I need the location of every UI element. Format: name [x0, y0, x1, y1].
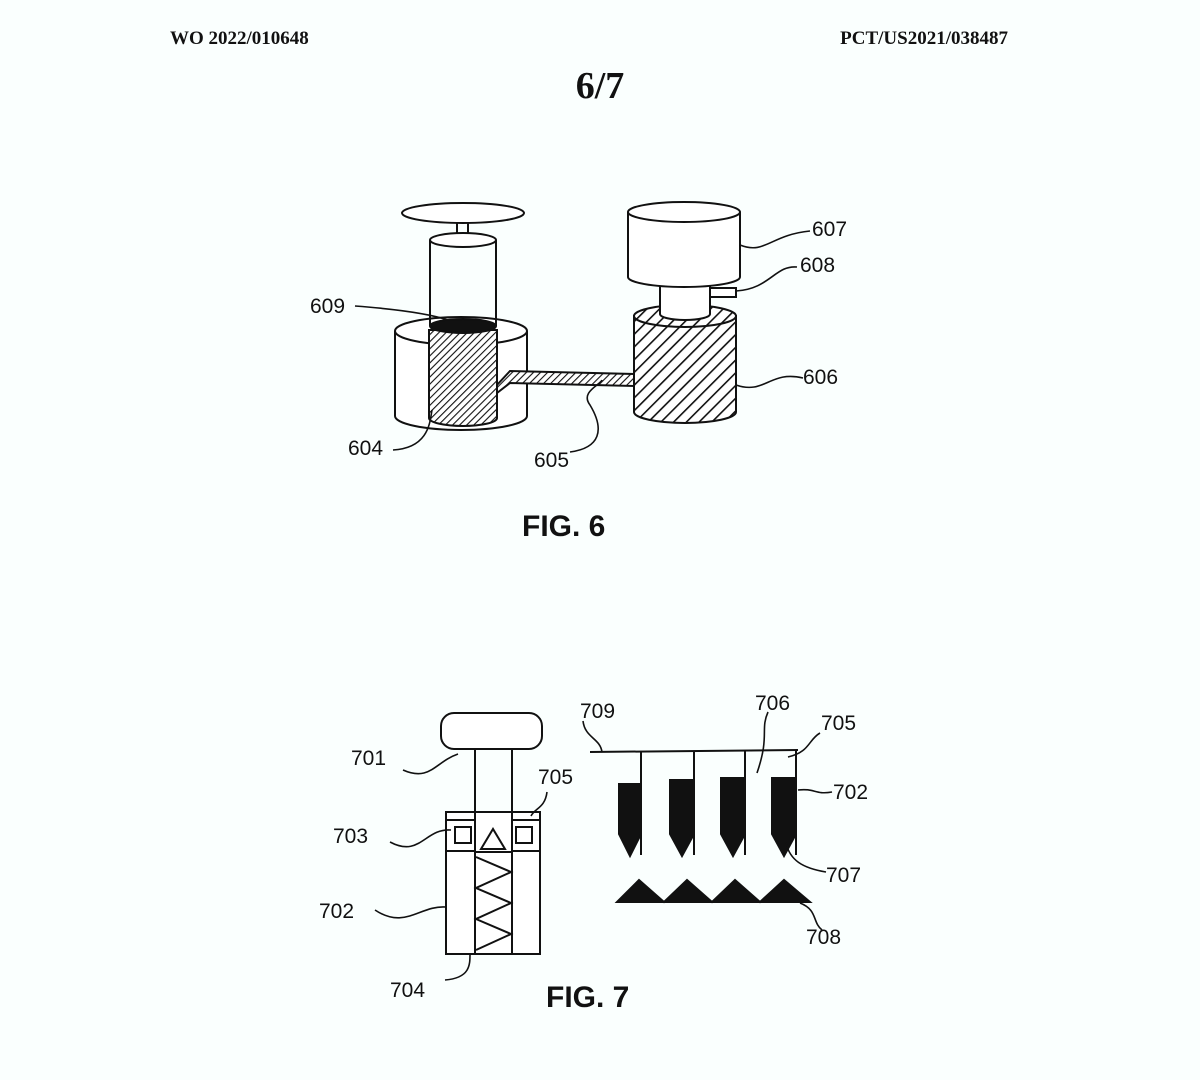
ref-702: 702 [319, 900, 354, 923]
ref-607: 607 [812, 218, 847, 241]
publication-number: WO 2022/010648 [170, 28, 309, 49]
ref-705-right: 705 [821, 712, 856, 735]
ref-606: 606 [803, 366, 838, 389]
blade-1 [618, 783, 642, 859]
ref-702-right: 702 [833, 781, 868, 804]
canister-606 [633, 315, 737, 424]
fig7-left-drawing [374, 712, 548, 981]
cap-607 [627, 212, 741, 288]
ref-706: 706 [755, 692, 790, 715]
blade-3 [720, 777, 746, 859]
ref-704: 704 [390, 979, 425, 1002]
button-701 [440, 712, 543, 750]
ref-709: 709 [580, 700, 615, 723]
neck [659, 284, 711, 321]
fig6-drawing [354, 201, 811, 453]
ref-705: 705 [538, 766, 573, 789]
plunger-tube [429, 240, 497, 326]
fig6-caption: FIG. 6 [522, 510, 606, 543]
anvil-708 [614, 878, 813, 904]
blade-4 [771, 777, 797, 859]
triangle-marker [479, 827, 507, 850]
ref-605: 605 [534, 449, 569, 472]
latch-left [454, 826, 472, 844]
fig7-caption: FIG. 7 [546, 981, 630, 1014]
ref-608: 608 [800, 254, 835, 277]
spring-704 [473, 856, 514, 951]
disc-609 [429, 318, 497, 334]
ref-703: 703 [333, 825, 368, 848]
bar-709 [589, 749, 799, 753]
sheet-number: 6/7 [575, 65, 625, 107]
plunger-cap [401, 202, 525, 224]
fig7-right-drawing [582, 711, 833, 931]
chamber-604 [428, 329, 498, 427]
port-608 [709, 287, 737, 298]
ref-701: 701 [351, 747, 386, 770]
ref-708: 708 [806, 926, 841, 949]
latch-right [515, 826, 533, 844]
ref-604: 604 [348, 437, 383, 460]
application-number: PCT/US2021/038487 [840, 28, 1008, 49]
blade-2 [669, 779, 695, 859]
ref-609: 609 [310, 295, 345, 318]
ref-707: 707 [826, 864, 861, 887]
